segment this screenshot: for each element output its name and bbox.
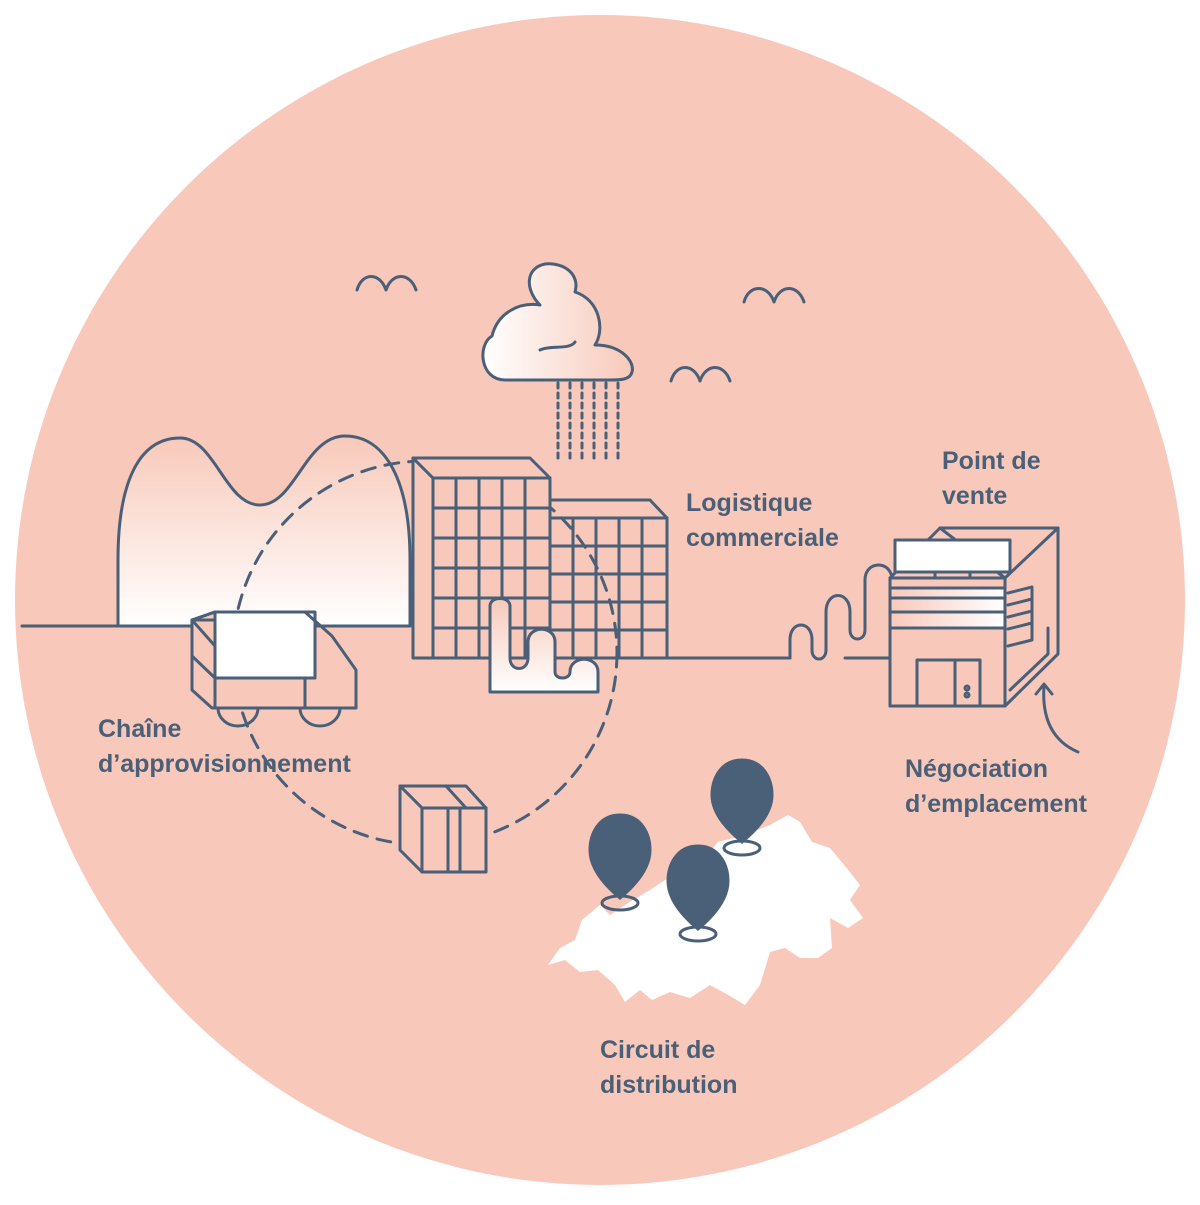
birds-icon [355,275,806,383]
location-pin-icon [666,844,730,943]
cloud-rain-icon [481,262,634,462]
cardboard-box-icon [398,784,488,874]
label-point-de-vente: Point de vente [942,447,1041,510]
background-circle [15,15,1185,1185]
negotiation-arrow-icon [1034,682,1080,754]
office-buildings-icon [411,456,669,660]
location-pin-icons [588,758,774,943]
shop-storefront-icon [888,526,1060,708]
location-pin-icon [710,758,774,857]
label-chaine-approvisionnement: Chaîne d’approvisionnement [98,715,351,778]
label-circuit-distribution: Circuit de distribution [600,1036,738,1099]
factory-icon [488,597,600,694]
label-logistique-commerciale: Logistique commerciale [686,489,839,552]
delivery-truck-icon [190,610,358,728]
label-negociation-emplacement: Négociation d’emplacement [905,755,1088,818]
location-pin-icon [588,813,652,912]
road-path [788,563,894,661]
